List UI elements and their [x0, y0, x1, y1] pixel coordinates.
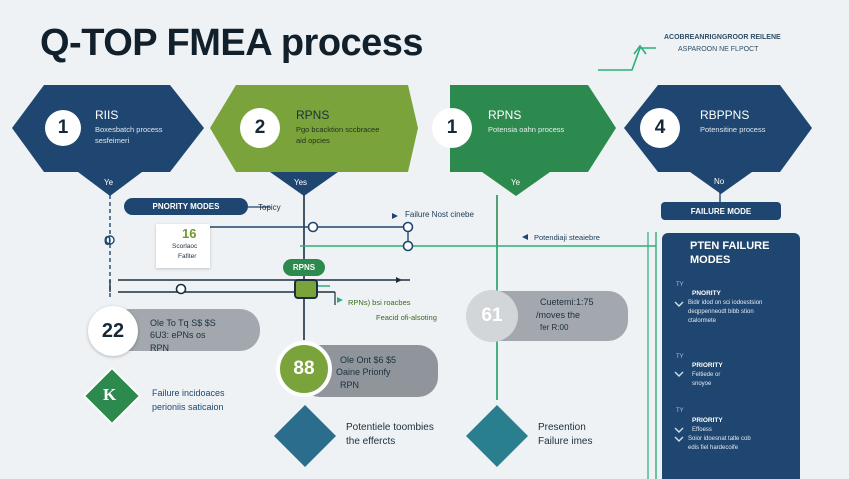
page-title: Q-TOP FMEA process	[40, 22, 424, 64]
diamond-1-line1: Potentiele toombies	[346, 422, 434, 433]
card-16-number: 16	[182, 226, 197, 241]
diamond-shape-2[interactable]	[466, 405, 528, 467]
diamond-2-line2: Failure imes	[538, 436, 593, 447]
step-1-line1: Boxesbatch process	[95, 125, 163, 134]
card-61-line2: /moves the	[536, 310, 581, 320]
topicy-label: Topicy	[258, 203, 281, 212]
panel-title-line2: MODES	[690, 254, 731, 266]
panel-section-3-line2: Soior idoesnat tatle cob	[688, 436, 751, 442]
decision-triangle-1	[78, 172, 142, 196]
left-zero-label: 0	[104, 233, 112, 248]
triangle-1-label: Ye	[104, 178, 114, 187]
panel-title-line1: PTEN FAILURE	[690, 240, 770, 252]
circle-22-line3: RPN	[150, 343, 170, 353]
decision-triangle-2	[270, 172, 338, 196]
card-61-line3: fer R:00	[540, 323, 569, 332]
step-1-shape[interactable]	[12, 85, 204, 172]
corner-subheading: ASPAROON NE FLPOCT	[678, 46, 759, 53]
panel-section-1-line1: Bidir idod on sci iodoestsion	[688, 300, 763, 306]
panel-section-2-mark: TY	[676, 354, 684, 360]
panel-section-3-line1: Effoess	[692, 427, 712, 433]
triangle-4-label: No	[714, 177, 725, 186]
diamond-shape-1[interactable]	[274, 405, 336, 467]
card-16-line1: Scorlaoc	[172, 243, 198, 250]
panel-section-3-mark: TY	[676, 408, 684, 414]
diamond-1-line2: the effercts	[346, 436, 396, 447]
chevron-icon-4	[674, 436, 684, 442]
panel-section-2-head: PRIORITY	[692, 362, 723, 369]
panel-section-1-line2: deqppenneodt bibb stion	[688, 309, 754, 315]
card-88-line1: Ole Ont $6 $5	[340, 355, 397, 365]
circle-22-line1: Ole To Tq S$ $S	[150, 318, 216, 328]
failure-incidence-line1: Failure incidoaces	[152, 388, 225, 398]
chevron-icon-1	[674, 301, 684, 307]
panel-chevron-icons	[674, 301, 684, 442]
step-4-shape[interactable]	[624, 85, 812, 172]
step-2-number: 2	[240, 108, 280, 148]
step-1-number: 1	[45, 110, 81, 146]
k-badge-letter: K	[103, 385, 117, 404]
step-1-line2: sesfeimeri	[95, 136, 130, 145]
failure-mode-pill[interactable]: FAILURE MODE	[661, 202, 781, 220]
panel-section-1-line3: ctalormete	[688, 318, 717, 324]
panel-section-2-line1: Feltiede or	[692, 372, 721, 378]
failure-mode-label: FAILURE MODE	[690, 206, 752, 216]
step-4-heading: RBPPNS	[700, 108, 750, 122]
step-3-number: 1	[432, 108, 472, 148]
panel-section-1-mark: TY	[676, 282, 684, 288]
step-2-line2: aid opcies	[296, 136, 330, 145]
diamond-2-line1: Presention	[538, 422, 586, 433]
rpn-reaches-line2: Feacid ofi-alsoting	[376, 313, 437, 322]
card-88-line3: RPN	[340, 380, 360, 390]
corner-heading: ACOBREANRIGNGROOR REILENE	[664, 34, 781, 41]
step-2-heading: RPNS	[296, 108, 330, 122]
rpns-pill-label: RPNS	[292, 263, 316, 272]
priority-modes-pill[interactable]: PNORITY MODES	[124, 198, 248, 215]
step-3-line1: Potensia oahn process	[488, 125, 565, 134]
circle-22-line2: 6U3: ePNs os	[150, 330, 206, 340]
step-1-heading: RIIS	[95, 108, 119, 122]
triangle-2-label: Yes	[294, 178, 308, 187]
card-88-line2: Oaine Prionfy	[336, 367, 391, 377]
card-16[interactable]	[156, 224, 210, 268]
chevron-icon-3	[674, 427, 684, 433]
panel-section-3-head: PRIORITY	[692, 417, 723, 424]
trend-up-icon	[598, 44, 656, 71]
circle-22[interactable]: 22	[88, 306, 138, 356]
rpn-reaches-line1: RPNs) bsi roacbes	[348, 298, 411, 307]
panel-section-2-line2: snoyoe	[692, 381, 712, 387]
circle-61[interactable]: 61	[466, 290, 518, 342]
decision-triangle-4	[690, 172, 752, 194]
step-4-number: 4	[640, 108, 680, 148]
k-badge-shape[interactable]	[82, 366, 142, 426]
card-16-line2: Fafiter	[178, 253, 197, 260]
failure-most-label: Failure Nost cinebe	[405, 210, 474, 219]
chevron-icon-2	[674, 371, 684, 377]
step-2-shape[interactable]	[210, 85, 418, 172]
rpns-node[interactable]	[294, 279, 318, 299]
step-3-shape[interactable]	[450, 85, 616, 172]
step-3-heading: RPNS	[488, 108, 522, 122]
circle-88[interactable]: 88	[276, 341, 332, 397]
failure-modes-panel	[662, 233, 800, 479]
rpns-pill[interactable]: RPNS	[283, 259, 325, 276]
priority-modes-label: PNORITY MODES	[152, 202, 220, 211]
decision-triangle-3	[482, 172, 550, 196]
panel-section-1-head: PNORITY	[692, 290, 721, 297]
potential-steable-label: Potendiaji steaiebre	[534, 233, 600, 242]
triangle-3-label: Ye	[511, 178, 521, 187]
step-4-line1: Potensitine process	[700, 125, 766, 134]
failure-incidence-line2: perioniis saticaion	[152, 402, 224, 412]
card-61-line1: Cuetemi:1:75	[540, 297, 594, 307]
step-2-line1: Pgo bcacktion sccbracee	[296, 125, 380, 134]
panel-section-3-line3: edis fiel hardecoife	[688, 445, 739, 451]
